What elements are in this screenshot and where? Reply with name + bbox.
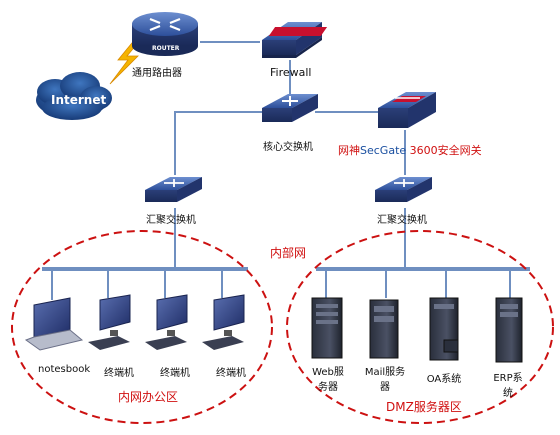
firewall-icon — [262, 22, 328, 58]
erp-server-icon — [495, 297, 523, 363]
router-icon-text: ROUTER — [152, 45, 180, 52]
router-label: 通用路由器 — [132, 68, 182, 79]
server-label: OA系统 — [424, 370, 464, 385]
gateway-label-brand: SecGate — [360, 144, 407, 157]
server-label-line1: Web服 — [312, 367, 344, 378]
gateway-label: 网神SecGate 3600安全网关 — [338, 142, 482, 158]
oa-server-icon — [429, 297, 459, 361]
office-device-label: 终端机 — [216, 368, 246, 379]
internal-net-label: 内部网 — [270, 246, 307, 260]
bus-right — [316, 267, 530, 298]
laptop-icon — [24, 297, 84, 351]
server-label-line1: Mail服务 — [364, 367, 406, 378]
office-device-label: 终端机 — [104, 368, 134, 379]
server-label-line2: 统 — [503, 388, 513, 399]
terminal-icon-3 — [202, 294, 245, 350]
internet-label: Internet — [51, 93, 107, 107]
server-label: ERP系 统 — [488, 369, 528, 399]
security-gateway-icon — [378, 92, 436, 128]
mail-server-icon — [369, 299, 399, 359]
web-server-icon — [311, 297, 343, 359]
agg-switch-left-label: 汇聚交换机 — [146, 215, 196, 226]
links — [174, 41, 406, 268]
internet-cloud-icon — [36, 72, 112, 120]
server-label: Web服 务器 — [308, 363, 348, 393]
core-switch-label: 核心交换机 — [263, 142, 313, 153]
terminal-icon-1 — [88, 294, 131, 350]
office-device-label: 终端机 — [160, 368, 190, 379]
agg-switch-left-icon — [145, 177, 202, 202]
gateway-label-prefix: 网神 — [338, 144, 360, 157]
server-label-line2: 器 — [380, 382, 390, 393]
terminal-icon-2 — [145, 294, 188, 350]
gateway-label-suffix: 3600安全网关 — [406, 144, 482, 157]
bus-left — [42, 267, 248, 300]
router-icon — [132, 12, 198, 56]
core-switch-icon — [262, 94, 318, 122]
office-device-label: notesbook — [38, 364, 91, 375]
server-label-line1: OA系统 — [426, 374, 462, 385]
agg-switch-right-icon — [375, 177, 432, 202]
dmz-zone-boundary — [286, 230, 554, 424]
link-core-agg-left — [174, 111, 262, 175]
server-label-line2: 务器 — [318, 382, 338, 393]
office-zone-label: 内网办公区 — [118, 390, 179, 404]
agg-switch-right-label: 汇聚交换机 — [377, 215, 427, 226]
server-label: Mail服务 器 — [362, 363, 408, 393]
server-label-line1: ERP系 — [493, 373, 523, 384]
firewall-label: Firewall — [270, 66, 312, 79]
dmz-zone-label: DMZ服务器区 — [386, 400, 462, 414]
office-zone-boundary — [11, 230, 273, 424]
